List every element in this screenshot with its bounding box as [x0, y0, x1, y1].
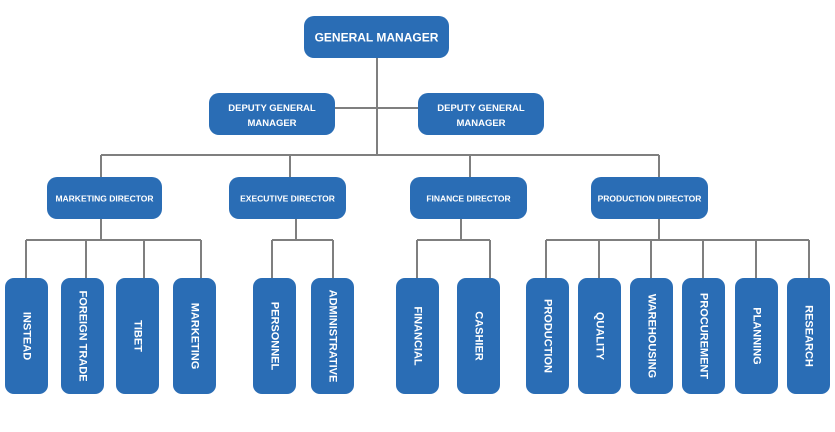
node-finance-director: FINANCE DIRECTOR: [410, 177, 527, 219]
node-unit-research: RESEARCH: [787, 278, 830, 394]
node-unit-procurement: PROCUREMENT: [682, 278, 725, 394]
node-unit-personnel: PERSONNEL: [253, 278, 296, 394]
node-general-manager: GENERAL MANAGER: [304, 16, 449, 58]
unit-label: TIBET: [132, 320, 144, 352]
node-unit-marketing: MARKETING: [173, 278, 216, 394]
node-unit-production: PRODUCTION: [526, 278, 569, 394]
unit-label: QUALITY: [594, 312, 606, 361]
node-general-manager-label: GENERAL MANAGER: [315, 31, 439, 45]
director-label: FINANCE DIRECTOR: [426, 194, 510, 204]
node-executive-director: EXECUTIVE DIRECTOR: [229, 177, 346, 219]
deputy-label-line1: DEPUTY GENERAL: [437, 103, 525, 114]
node-unit-foreign-trade: FOREIGN TRADE: [61, 278, 104, 394]
node-marketing-director: MARKETING DIRECTOR: [47, 177, 162, 219]
director-label: MARKETING DIRECTOR: [55, 194, 153, 204]
unit-label: WAREHOUSING: [646, 294, 658, 378]
deputy-label-line2: MANAGER: [247, 118, 296, 129]
node-unit-financial: FINANCIAL: [396, 278, 439, 394]
node-deputy-general-manager-left: DEPUTY GENERAL MANAGER: [209, 93, 335, 135]
connectors: [25, 58, 810, 278]
unit-label: PERSONNEL: [269, 302, 281, 371]
unit-label: FINANCIAL: [412, 306, 424, 366]
unit-label: FOREIGN TRADE: [77, 290, 89, 381]
director-label: PRODUCTION DIRECTOR: [598, 194, 702, 204]
node-unit-tibet: TIBET: [116, 278, 159, 394]
unit-label: PLANNING: [751, 307, 763, 364]
unit-label: PROCUREMENT: [698, 293, 710, 379]
deputy-label-line1: DEPUTY GENERAL: [228, 103, 316, 114]
node-unit-cashier: CASHIER: [457, 278, 500, 394]
unit-label: CASHIER: [473, 311, 485, 361]
node-production-director: PRODUCTION DIRECTOR: [591, 177, 708, 219]
unit-label: RESEARCH: [803, 305, 815, 367]
deputy-label-line2: MANAGER: [456, 118, 505, 129]
unit-label: INSTEAD: [21, 312, 33, 360]
node-deputy-general-manager-right: DEPUTY GENERAL MANAGER: [418, 93, 544, 135]
director-label: EXECUTIVE DIRECTOR: [240, 194, 335, 204]
node-unit-instead: INSTEAD: [5, 278, 48, 394]
node-unit-planning: PLANNING: [735, 278, 778, 394]
node-unit-warehousing: WAREHOUSING: [630, 278, 673, 394]
unit-label: PRODUCTION: [542, 299, 554, 373]
unit-label: MARKETING: [189, 303, 201, 370]
node-unit-quality: QUALITY: [578, 278, 621, 394]
unit-label: ADMINISTRATIVE: [327, 290, 339, 383]
node-unit-administrative: ADMINISTRATIVE: [311, 278, 354, 394]
